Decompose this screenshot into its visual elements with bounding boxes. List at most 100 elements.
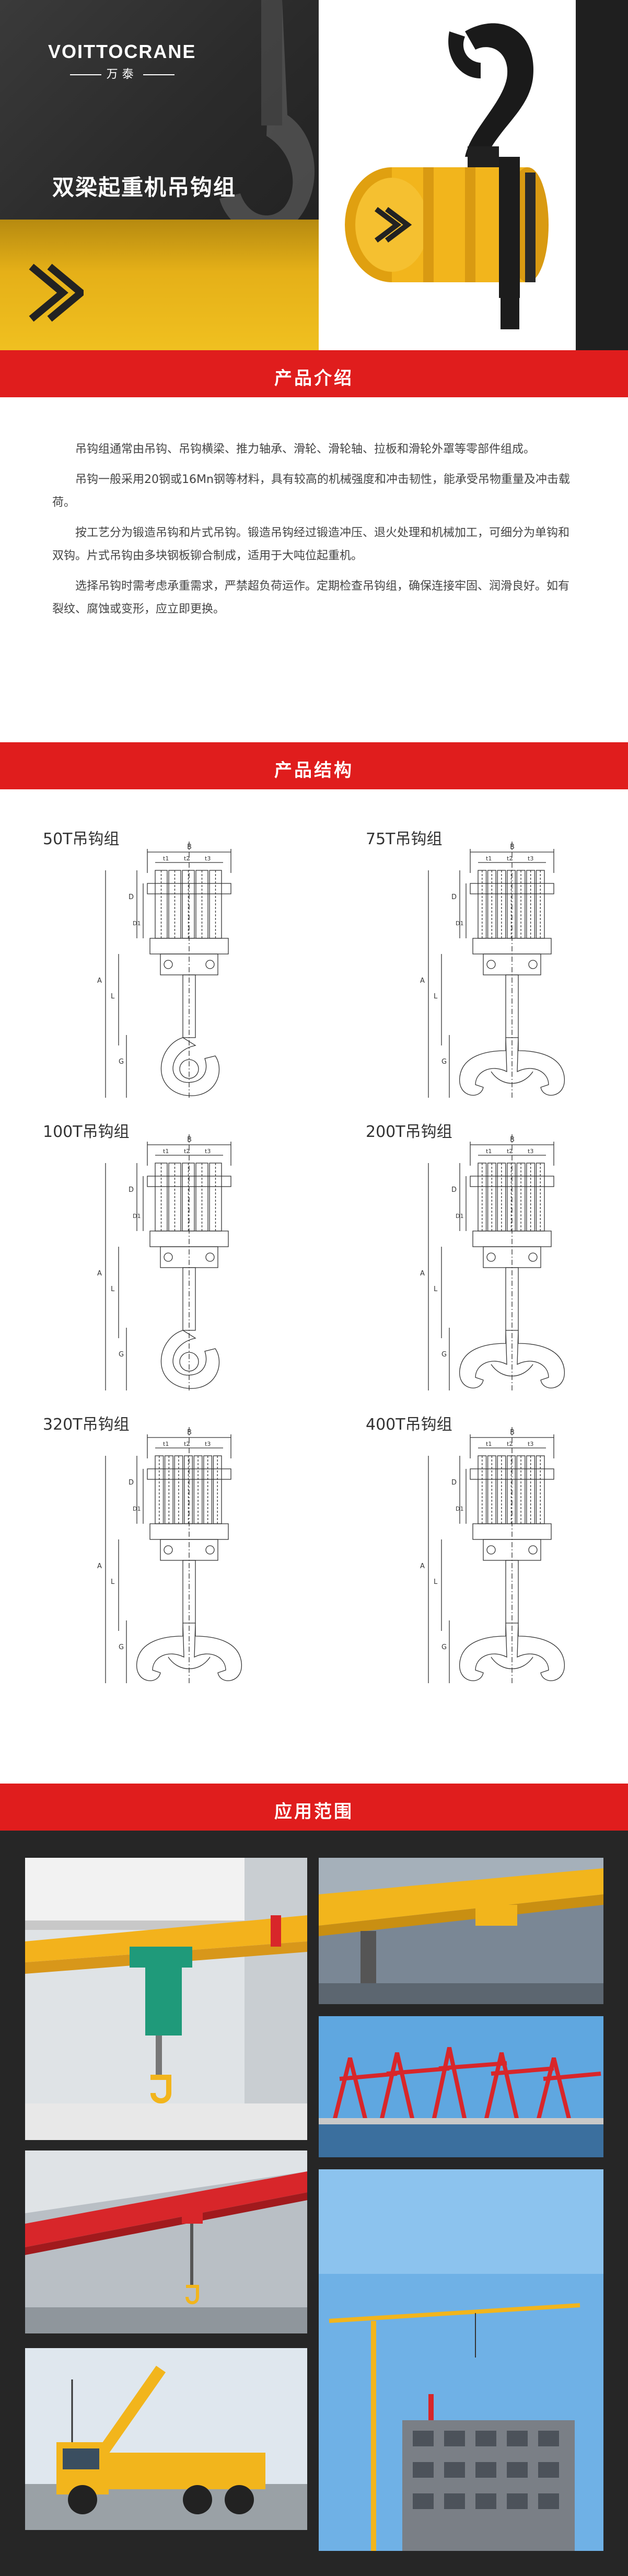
svg-text:t1: t1 bbox=[486, 855, 492, 862]
svg-text:D: D bbox=[451, 1186, 457, 1194]
hero-title: 双梁起重机吊钩组 bbox=[52, 175, 237, 200]
svg-text:D1: D1 bbox=[133, 1505, 141, 1512]
hero-side-strip bbox=[576, 0, 628, 350]
logo-english: VOITTOCRANE bbox=[48, 41, 196, 62]
svg-text:t2: t2 bbox=[184, 1441, 190, 1447]
diagram-label: 200T吊钩组 bbox=[366, 1123, 452, 1141]
photo-port-container-cranes bbox=[319, 2016, 603, 2157]
background-hook-graphic bbox=[219, 0, 315, 234]
svg-text:G: G bbox=[441, 1058, 447, 1066]
svg-text:D1: D1 bbox=[456, 920, 463, 927]
svg-text:D1: D1 bbox=[456, 1213, 463, 1220]
intro-paragraph-3: 按工艺分为锻造吊钩和片式吊钩。锻造吊钩经过锻造冲压、退火处理和机械加工，可细分为… bbox=[52, 526, 570, 562]
svg-text:B: B bbox=[187, 1136, 192, 1144]
svg-text:t3: t3 bbox=[528, 1148, 533, 1155]
svg-text:B: B bbox=[510, 843, 515, 851]
svg-text:L: L bbox=[434, 1285, 438, 1293]
svg-text:A: A bbox=[420, 1270, 425, 1278]
svg-text:t2: t2 bbox=[184, 855, 190, 862]
svg-text:G: G bbox=[119, 1643, 124, 1651]
hook-block-drawing: Bt1 t2 t3D D1A L G bbox=[97, 1427, 242, 1683]
svg-text:A: A bbox=[97, 1270, 102, 1278]
svg-text:D: D bbox=[129, 1479, 134, 1487]
svg-text:D: D bbox=[451, 893, 457, 901]
section-header-apps: 应用范围 bbox=[0, 1784, 628, 1831]
svg-text:L: L bbox=[111, 1285, 115, 1293]
intro-paragraph-1: 吊钩组通常由吊钩、吊钩横梁、推力轴承、滑轮、滑轮轴、拉板和滑轮外罩等零部件组成。 bbox=[75, 443, 536, 456]
svg-text:G: G bbox=[119, 1058, 124, 1066]
section-title-structure: 产品结构 bbox=[274, 760, 354, 781]
diagram-label: 50T吊钩组 bbox=[43, 830, 120, 848]
svg-text:B: B bbox=[187, 1429, 192, 1436]
svg-text:G: G bbox=[441, 1351, 447, 1359]
svg-text:B: B bbox=[187, 843, 192, 851]
logo-chinese: 万泰 bbox=[106, 68, 138, 81]
svg-text:t2: t2 bbox=[507, 1148, 513, 1155]
section-header-structure: 产品结构 bbox=[0, 742, 628, 789]
svg-text:L: L bbox=[434, 1578, 438, 1586]
hero-banner: VOITTOCRANE 万泰 双梁起重机吊钩组 bbox=[0, 0, 628, 350]
svg-text:t3: t3 bbox=[205, 855, 211, 862]
svg-text:D1: D1 bbox=[133, 1213, 141, 1220]
svg-text:G: G bbox=[441, 1643, 447, 1651]
photo-single-girder-crane bbox=[25, 1858, 307, 2140]
hook-block-drawing: Bt1 t2 t3D D1A L G bbox=[420, 1427, 565, 1683]
svg-text:D: D bbox=[451, 1479, 457, 1487]
svg-text:B: B bbox=[510, 1429, 515, 1436]
photo-tower-crane-construction bbox=[319, 2169, 603, 2551]
photo-truck-crane bbox=[25, 2348, 307, 2530]
diagram-label: 75T吊钩组 bbox=[366, 830, 443, 848]
svg-text:t3: t3 bbox=[528, 855, 533, 862]
svg-text:D: D bbox=[129, 1186, 134, 1194]
chevron-decoration-icon bbox=[29, 263, 84, 322]
svg-text:t1: t1 bbox=[163, 1148, 169, 1155]
svg-text:D1: D1 bbox=[456, 1505, 463, 1512]
svg-text:G: G bbox=[119, 1351, 124, 1359]
section-title-apps: 应用范围 bbox=[274, 1801, 354, 1822]
photo-red-overhead-crane bbox=[25, 2150, 307, 2333]
hook-block-drawing: Bt1 t2 t3D D1A L G bbox=[420, 842, 565, 1098]
section-header-intro: 产品介绍 bbox=[0, 350, 628, 397]
brand-logo: VOITTOCRANE 万泰 bbox=[48, 41, 196, 82]
svg-text:t2: t2 bbox=[507, 1441, 513, 1447]
intro-paragraph-4: 选择吊钩时需考虑承重需求，严禁超负荷运作。定期检查吊钩组，确保连接牢固、润滑良好… bbox=[52, 580, 570, 616]
hook-block-product-image bbox=[345, 23, 549, 329]
svg-text:t1: t1 bbox=[163, 1441, 169, 1447]
svg-text:t3: t3 bbox=[205, 1148, 211, 1155]
hook-block-drawing: Bt1 t2 t3D D1A L G bbox=[420, 1134, 565, 1390]
svg-text:t2: t2 bbox=[184, 1148, 190, 1155]
svg-text:t1: t1 bbox=[486, 1441, 492, 1447]
photo-yellow-overhead-crane bbox=[319, 1858, 603, 2004]
svg-text:D: D bbox=[129, 893, 134, 901]
svg-text:A: A bbox=[97, 1562, 102, 1570]
hook-block-drawing: Bt1 t2 t3D D1A L G bbox=[97, 1134, 231, 1390]
diagram-label: 100T吊钩组 bbox=[43, 1123, 130, 1141]
hero-background bbox=[0, 0, 319, 350]
section-title-intro: 产品介绍 bbox=[274, 368, 354, 389]
svg-text:L: L bbox=[434, 993, 438, 1000]
application-gallery bbox=[0, 1831, 628, 2576]
svg-text:B: B bbox=[510, 1136, 515, 1144]
svg-text:t2: t2 bbox=[507, 855, 513, 862]
intro-paragraph-2: 吊钩一般采用20钢或16Mn钢等材料，具有较高的机械强度和冲击韧性，能承受吊物重… bbox=[52, 473, 570, 509]
svg-text:t1: t1 bbox=[486, 1148, 492, 1155]
svg-text:t1: t1 bbox=[163, 855, 169, 862]
svg-text:A: A bbox=[420, 1562, 425, 1570]
svg-text:t3: t3 bbox=[528, 1441, 533, 1447]
svg-text:A: A bbox=[420, 977, 425, 985]
svg-text:t3: t3 bbox=[205, 1441, 211, 1447]
diagram-label: 400T吊钩组 bbox=[366, 1416, 452, 1434]
svg-text:L: L bbox=[111, 1578, 115, 1586]
svg-text:L: L bbox=[111, 993, 115, 1000]
product-intro: 吊钩组通常由吊钩、吊钩横梁、推力轴承、滑轮、滑轮轴、拉板和滑轮外罩等零部件组成。… bbox=[0, 397, 628, 742]
diagram-label: 320T吊钩组 bbox=[43, 1416, 130, 1434]
svg-text:D1: D1 bbox=[133, 920, 141, 927]
